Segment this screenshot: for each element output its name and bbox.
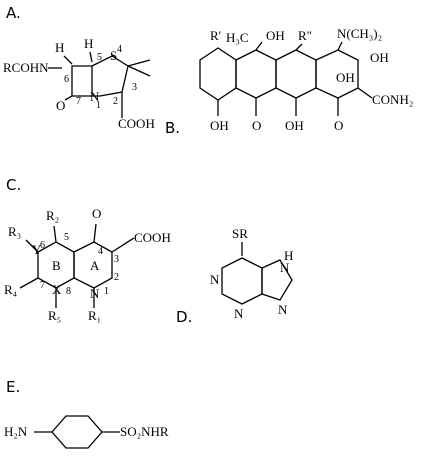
n-label-4: N: [278, 302, 288, 317]
nme2-label: N(CH₃)₂: [337, 26, 382, 41]
svg-text:2: 2: [114, 272, 119, 283]
oh-label-5: OH: [285, 118, 304, 133]
r2-label: R₂: [46, 208, 59, 223]
svg-text:8: 8: [66, 286, 71, 297]
option-c-label: C.: [6, 176, 22, 194]
ring-a-label: A: [90, 258, 100, 273]
x-label: X: [52, 282, 62, 297]
h2n-label: H₂N: [4, 424, 28, 439]
h-label-1: H: [55, 40, 64, 55]
svg-text:3: 3: [114, 254, 119, 265]
s-label: S: [110, 48, 117, 63]
svg-text:7: 7: [76, 96, 81, 107]
svg-text:6: 6: [40, 240, 45, 251]
oh-label-3: OH: [336, 70, 355, 85]
cooh-label: COOH: [118, 116, 155, 131]
h-label: H: [284, 248, 293, 263]
n-label-3: N: [280, 260, 290, 275]
option-b-label: B.: [165, 119, 181, 137]
thiopurine-structure: SR H N N N N: [210, 226, 293, 321]
svg-text:4: 4: [117, 44, 122, 55]
o-label-1: O: [252, 118, 261, 133]
r4-label: R₄: [4, 282, 18, 297]
conh2-label: CONH₂: [372, 92, 413, 107]
oh-label-4: OH: [210, 118, 229, 133]
svg-text:5: 5: [97, 52, 102, 63]
svg-text:7: 7: [40, 280, 45, 291]
svg-text:4: 4: [98, 246, 103, 257]
svg-text:6: 6: [64, 74, 69, 85]
ring-b-label: B: [52, 258, 61, 273]
y-label: Y: [32, 242, 42, 257]
n-label-1: N: [210, 272, 220, 287]
h-label-2: H: [84, 36, 93, 51]
sr-label: SR: [232, 226, 248, 241]
svg-text:3: 3: [132, 82, 137, 93]
svg-text:5: 5: [64, 232, 69, 243]
n-label-2: N: [234, 306, 244, 321]
tetracycline-structure: R' H₃C OH R" N(CH₃)₂ OH OH CONH₂ OH O OH…: [199, 26, 413, 133]
r1-label: R₁: [88, 308, 101, 323]
penicillin-structure: RCOHN H H O S N COOH 6 5 4 7 1 2 3: [3, 36, 155, 131]
r3-label: R₃: [8, 224, 21, 239]
oh-label-2: OH: [370, 50, 389, 65]
r5-label: R₅: [48, 308, 61, 323]
cooh-label: COOH: [134, 230, 171, 245]
sulfonamide-structure: H₂N SO₂NHR: [4, 415, 169, 449]
svg-text:1: 1: [104, 286, 109, 297]
svg-text:2: 2: [113, 96, 118, 107]
r2-label: R": [298, 28, 312, 43]
o-label-2: O: [334, 118, 343, 133]
n-label: N: [90, 89, 100, 104]
option-d-label: D.: [176, 308, 193, 326]
quinolone-structure: R₂ O COOH R₃ Y B A R₄ X N R₅ R₁ 6 5 4 3 …: [4, 206, 171, 323]
o-label: O: [92, 206, 101, 221]
option-e-label: E.: [6, 378, 21, 396]
option-a-label: A.: [6, 4, 21, 22]
svg-text:1: 1: [96, 100, 101, 111]
h3c-label: H₃C: [226, 30, 249, 45]
so2nhr-label: SO₂NHR: [120, 424, 169, 439]
r1-label: R': [210, 28, 221, 43]
n-label: N: [90, 286, 100, 301]
rcohn-label: RCOHN: [3, 60, 49, 75]
oh-label-1: OH: [266, 28, 285, 43]
o-label: O: [56, 98, 65, 113]
